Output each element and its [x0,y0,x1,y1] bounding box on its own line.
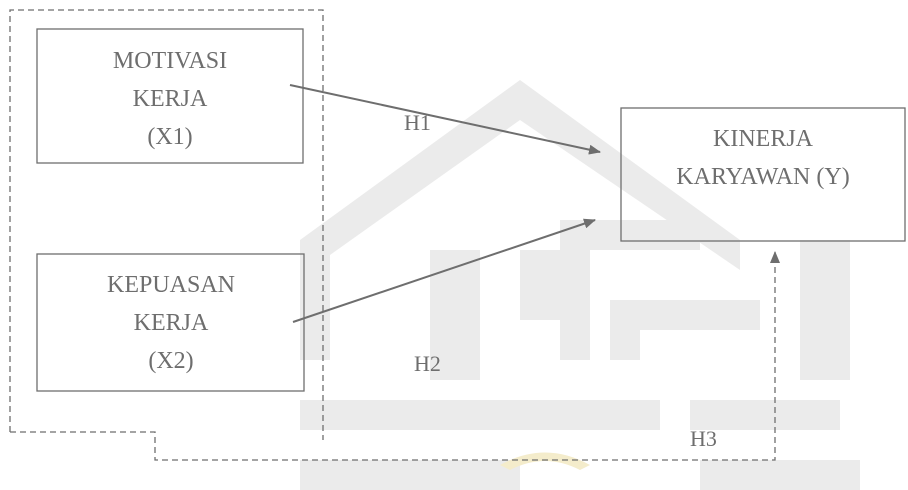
node-kepuasan-kerja-box [36,253,305,392]
h2-label: H2 [414,351,441,376]
node-motivasi-kerja: MOTIVASI KERJA (X1) [36,28,304,164]
node-kepuasan-kerja: KEPUASAN KERJA (X2) [36,253,305,392]
node-motivasi-kerja-line-1: MOTIVASI [113,48,227,74]
node-kepuasan-kerja-line-2: KERJA [134,310,209,336]
group-boundary-dashed [9,9,324,440]
node-kinerja-karyawan-line-2: KARYAWAN (Y) [676,164,849,190]
node-kinerja-karyawan-box [620,107,906,242]
h1-label: H1 [404,110,431,135]
node-kepuasan-kerja-line-3: (X2) [148,348,193,374]
h3-label: H3 [690,426,717,451]
node-motivasi-kerja-line-3: (X1) [147,124,192,150]
watermark-logo [300,80,860,490]
h2-arrow [292,218,596,323]
h1-arrow [289,84,601,155]
node-kinerja-karyawan: KINERJA KARYAWAN (Y) [620,107,906,242]
node-motivasi-kerja-box [36,28,304,164]
node-kinerja-karyawan-line-1: KINERJA [713,126,814,152]
h3-dashed-connector [10,251,780,461]
node-kepuasan-kerja-line-1: KEPUASAN [107,272,235,298]
node-motivasi-kerja-line-2: KERJA [133,86,208,112]
